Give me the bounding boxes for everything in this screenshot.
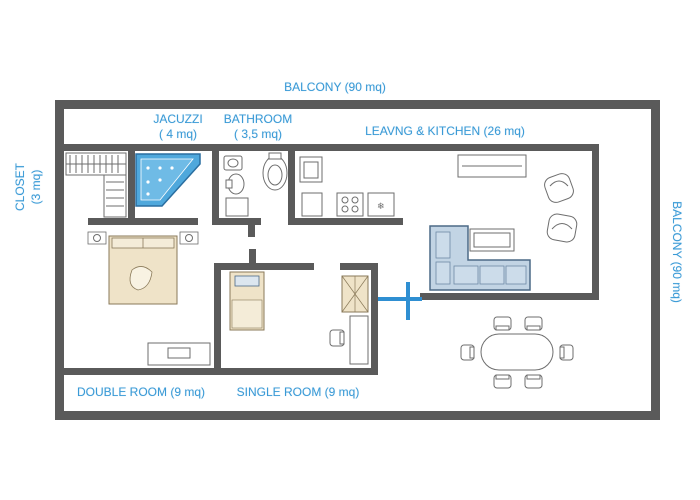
bathroom-fixtures	[223, 152, 288, 217]
svg-text:❄: ❄	[377, 202, 385, 212]
bathroom-area-label: ( 3,5 mq)	[234, 127, 282, 141]
bathroom-name-label: BATHROOM	[224, 112, 292, 126]
outer-walls	[55, 100, 660, 420]
plus-entrance-icon	[378, 282, 422, 320]
single-room-label: SINGLE ROOM (9 mq)	[237, 385, 360, 399]
closet-hangers	[65, 152, 127, 218]
jacuzzi-area-label: ( 4 mq)	[159, 127, 197, 141]
jacuzzi-name-label: JACUZZI	[153, 112, 202, 126]
single-bed	[229, 271, 265, 331]
closet-name-label: CLOSET	[13, 162, 27, 211]
tv-cabinet	[457, 154, 527, 178]
double-room-dresser	[147, 342, 211, 366]
closet-area-label: (3 mq)	[29, 170, 43, 205]
balcony-right-label: BALCONY (90 mq)	[670, 201, 684, 303]
balcony-top-label: BALCONY (90 mq)	[284, 80, 386, 94]
interior-walls	[64, 144, 599, 375]
double-room-label: DOUBLE ROOM (9 mq)	[77, 385, 205, 399]
living-kitchen-label: LEAVNG & KITCHEN (26 mq)	[365, 124, 525, 138]
single-room-wardrobe	[341, 275, 369, 313]
desk-and-chair	[329, 315, 369, 365]
sofa	[429, 225, 531, 291]
jacuzzi-tub	[135, 153, 201, 207]
dining-table	[460, 316, 574, 389]
armchairs	[544, 173, 578, 243]
double-bed	[87, 231, 199, 305]
kitchen-counter: ❄	[299, 156, 395, 217]
